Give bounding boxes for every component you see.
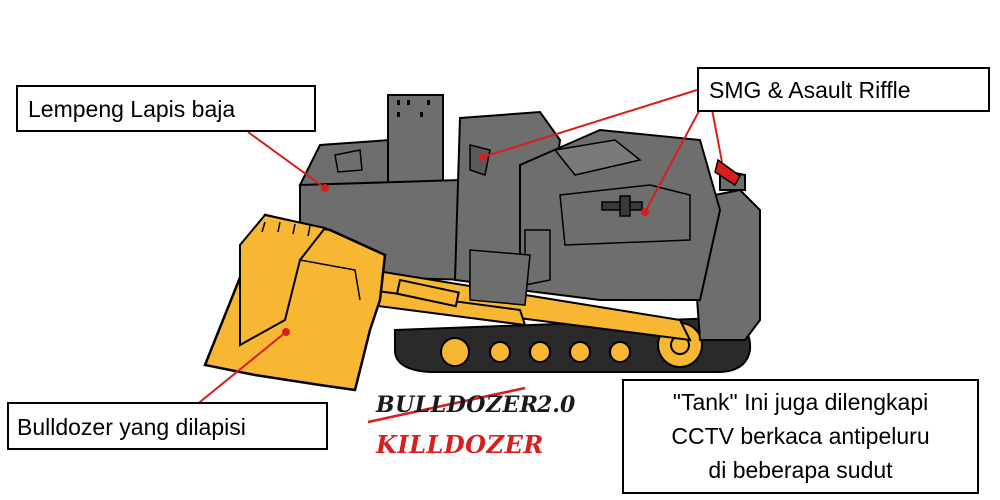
title-bulldozer-crossed: BULLDOZER <box>376 392 539 418</box>
callout-cctv-line-3: di beberapa sudut <box>708 457 893 483</box>
strike-line <box>367 386 526 424</box>
callout-cctv-line-1: "Tank" Ini juga dilengkapi <box>672 389 929 415</box>
title-version: 2.0 <box>537 392 576 418</box>
armored-hull <box>298 94 722 301</box>
callout-weapons: SMG & Asault Riffle <box>697 67 990 112</box>
callout-cctv-line-2: CCTV berkaca antipeluru <box>671 423 930 449</box>
lift-arms <box>339 249 692 342</box>
track-assembly <box>394 316 752 373</box>
leader-dots <box>282 153 649 336</box>
callout-armored-bulldozer: Bulldozer yang dilapisi <box>7 402 328 450</box>
callout-armor-plating: Lempeng Lapis baja <box>16 85 316 132</box>
callout-cctv: "Tank" Ini juga dilengkapi CCTV berkaca … <box>622 379 979 494</box>
leader-lines <box>194 89 723 407</box>
mounted-camera <box>714 158 741 187</box>
dozer-blade <box>203 213 387 392</box>
title-killdozer: KILLDOZER <box>376 430 544 459</box>
